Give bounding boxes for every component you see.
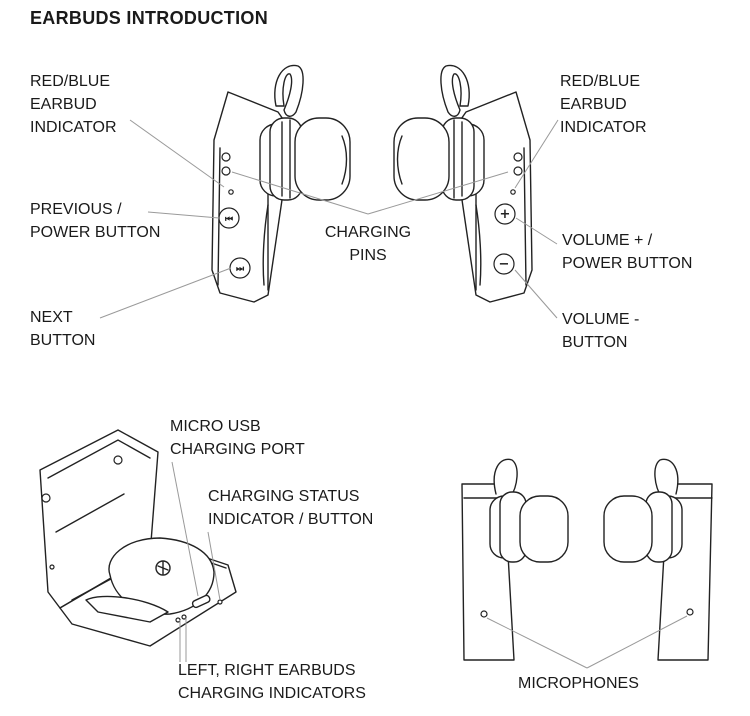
label-volume-minus: VOLUME - BUTTON	[562, 311, 640, 351]
case-right-indicator	[175, 617, 181, 623]
label-charging-status: CHARGING STATUS INDICATOR / BUTTON	[208, 488, 374, 528]
label-lr-indicators: LEFT, RIGHT EARBUDS CHARGING INDICATORS	[178, 662, 366, 702]
right-earbud-back	[603, 458, 713, 661]
label-microphones: MICROPHONES	[518, 675, 639, 692]
label-next-button: NEXT BUTTON	[30, 309, 96, 349]
label-red-blue-left: RED/BLUE EARBUD INDICATOR	[30, 73, 117, 136]
case-left-indicator	[181, 614, 187, 620]
label-micro-usb: MICRO USB CHARGING PORT	[170, 418, 305, 458]
volume-plus-icon: +	[500, 207, 511, 222]
label-charging-pins: CHARGING PINS	[324, 224, 412, 264]
case-leader-lines	[171, 461, 221, 662]
micro-usb-port	[191, 594, 211, 609]
next-button-glyph: ⏭	[236, 265, 245, 275]
label-red-blue-right: RED/BLUE EARBUD INDICATOR	[560, 73, 647, 136]
left-earbud-front: ⏮ ⏭	[211, 64, 351, 303]
right-earbud-front	[393, 64, 533, 303]
left-charging-pin-small	[228, 189, 234, 195]
page-title: EARBUDS INTRODUCTION	[30, 8, 268, 28]
left-earbud-back	[461, 458, 569, 661]
top-leader-lines	[99, 119, 559, 319]
right-microphone	[686, 608, 694, 616]
label-previous-power: PREVIOUS / POWER BUTTON	[30, 201, 161, 241]
left-charging-pin	[221, 166, 231, 176]
left-microphone	[480, 610, 488, 618]
label-volume-plus: VOLUME + / POWER BUTTON	[562, 232, 693, 272]
charging-case	[39, 429, 237, 647]
microphone-leader-lines	[486, 615, 688, 669]
previous-button-glyph: ⏮	[225, 215, 233, 225]
case-status-button	[217, 599, 223, 605]
volume-minus-icon: −	[499, 257, 510, 272]
left-indicator-led	[221, 152, 231, 162]
